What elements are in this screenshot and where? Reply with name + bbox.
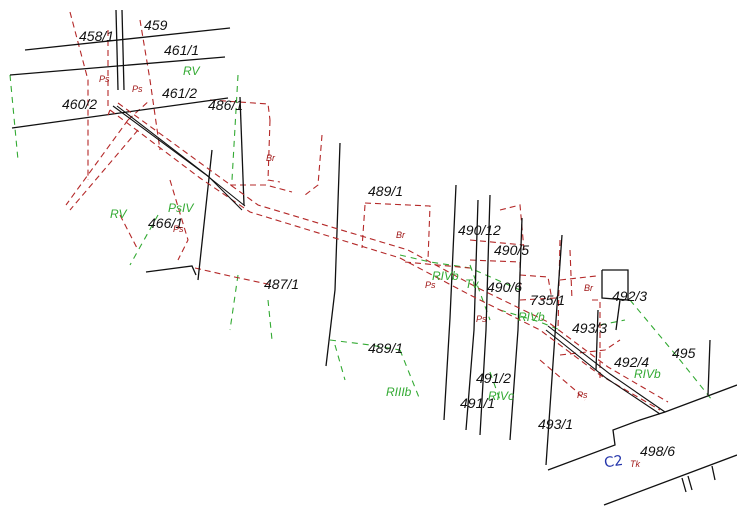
landuse-code: Ps bbox=[476, 314, 487, 324]
parcel-label: 487/1 bbox=[264, 276, 299, 292]
parcel-label: 461/2 bbox=[162, 85, 197, 101]
landuse-code: Ps bbox=[425, 280, 436, 290]
landuse-code: Tk bbox=[630, 459, 640, 469]
parcel-label: 493/1 bbox=[538, 416, 573, 432]
parcel-label: 490/6 bbox=[487, 279, 522, 295]
parcel-labels: 458/1 459 461/1 461/2 460/2 486/1 489/1 … bbox=[62, 17, 696, 459]
parcel-label: 459 bbox=[144, 17, 168, 33]
parcel-label: 492/3 bbox=[612, 288, 647, 304]
soil-class: RIVc bbox=[488, 389, 514, 403]
landuse-code: Ps bbox=[173, 224, 184, 234]
parcel-label: 492/4 bbox=[614, 354, 649, 370]
landuse-code: Br bbox=[396, 230, 406, 240]
landuse-green-labels: RV RV PsIV RIVb Tv RIVb RIVb RIIIb RIVc bbox=[110, 64, 661, 403]
landuse-code: Ps bbox=[99, 74, 110, 84]
parcel-label: 493/3 bbox=[572, 320, 607, 336]
parcel-label: 490/5 bbox=[494, 242, 529, 258]
soil-class: RIVb bbox=[634, 367, 661, 381]
landuse-code: Br bbox=[266, 153, 276, 163]
parcel-label: 735/1 bbox=[530, 292, 565, 308]
parcel-label: 495 bbox=[672, 345, 696, 361]
landuse-code: Br bbox=[584, 283, 594, 293]
soil-class: RIVb bbox=[432, 269, 459, 283]
parcel-boundaries bbox=[9, 9, 737, 506]
soil-class: Tv bbox=[465, 277, 479, 291]
parcel-label: 490/12 bbox=[458, 222, 501, 238]
soil-class: PsIV bbox=[168, 201, 194, 215]
parcel-label: 489/1 bbox=[368, 183, 403, 199]
landuse-red-labels: Ps Ps Ps Ps Ps Ps Br Br Br Tk bbox=[99, 74, 640, 469]
parcel-label: 491/2 bbox=[476, 370, 511, 386]
soil-class: RIVb bbox=[518, 310, 545, 324]
landuse-boundaries bbox=[9, 74, 713, 401]
soil-class: RIIIb bbox=[386, 385, 412, 399]
parcel-label: 461/1 bbox=[164, 42, 199, 58]
landuse-code: Ps bbox=[577, 390, 588, 400]
parcel-label: 466/1 bbox=[148, 215, 183, 231]
pipeline-route bbox=[107, 102, 669, 415]
parcel-label: 486/1 bbox=[208, 97, 243, 113]
parcel-label: 489/1 bbox=[368, 340, 403, 356]
parcel-label: 491/1 bbox=[460, 395, 495, 411]
landuse-code: Ps bbox=[132, 84, 143, 94]
hatch-marks bbox=[681, 465, 716, 493]
parcel-label: 458/1 bbox=[79, 28, 114, 44]
handwritten-annotation: C2 bbox=[603, 453, 624, 471]
parcel-label: 460/2 bbox=[62, 96, 97, 112]
soil-class: RV bbox=[183, 64, 200, 78]
parcel-label: 498/6 bbox=[640, 443, 675, 459]
soil-class: RV bbox=[110, 207, 127, 221]
